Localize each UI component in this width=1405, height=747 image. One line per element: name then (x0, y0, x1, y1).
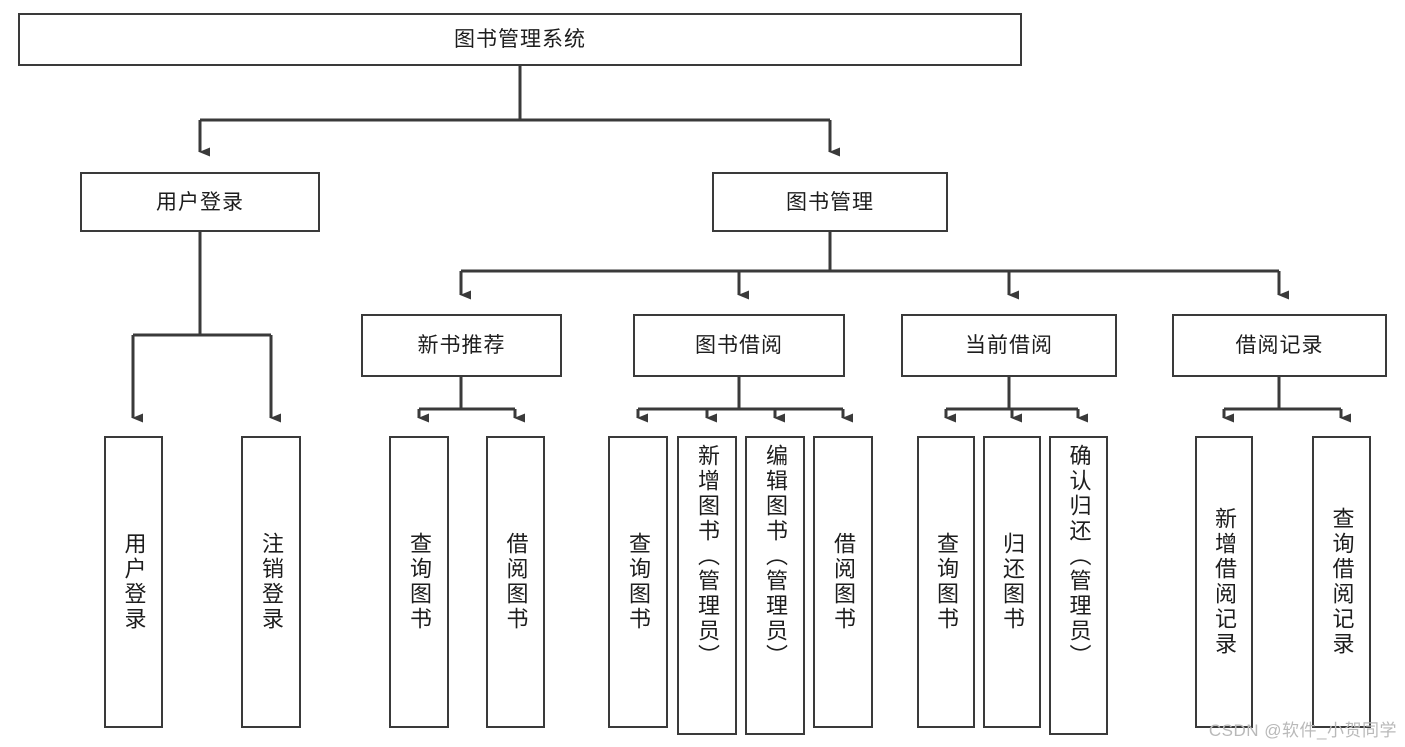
node-new-book-recommend-label: 新书推荐 (417, 334, 506, 357)
node-root-label: 图书管理系统 (454, 28, 586, 51)
node-leaf-borrow-book-2-label: 借阅图书 (830, 532, 856, 632)
node-leaf-return-book-label: 归还图书 (999, 532, 1025, 632)
node-user-login[interactable]: 用户登录 (80, 172, 320, 232)
node-leaf-add-record-label: 新增借阅记录 (1211, 507, 1237, 657)
node-leaf-query-book-2-label: 查询图书 (625, 532, 651, 632)
node-book-borrow-label: 图书借阅 (695, 334, 783, 357)
node-leaf-query-book-1-label: 查询图书 (406, 532, 432, 632)
node-leaf-edit-book-label: 编辑图书（管理员） (762, 444, 788, 669)
node-leaf-user-login[interactable]: 用户登录 (104, 436, 163, 728)
node-leaf-query-record[interactable]: 查询借阅记录 (1312, 436, 1371, 728)
node-book-manage[interactable]: 图书管理 (712, 172, 948, 232)
node-borrow-record[interactable]: 借阅记录 (1172, 314, 1387, 377)
node-leaf-borrow-book-1-label: 借阅图书 (503, 532, 529, 632)
node-leaf-query-book-2[interactable]: 查询图书 (608, 436, 668, 728)
node-leaf-query-book-3[interactable]: 查询图书 (917, 436, 975, 728)
node-leaf-confirm-return[interactable]: 确认归还（管理员） (1049, 436, 1108, 735)
node-leaf-confirm-return-label: 确认归还（管理员） (1066, 444, 1092, 669)
node-borrow-record-label: 借阅记录 (1235, 334, 1324, 357)
node-new-book-recommend[interactable]: 新书推荐 (361, 314, 562, 377)
node-leaf-query-book-3-label: 查询图书 (933, 532, 959, 632)
node-leaf-add-book-label: 新增图书（管理员） (694, 444, 720, 669)
node-leaf-query-book-1[interactable]: 查询图书 (389, 436, 449, 728)
node-leaf-add-record[interactable]: 新增借阅记录 (1195, 436, 1253, 728)
node-book-borrow[interactable]: 图书借阅 (633, 314, 845, 377)
node-user-login-label: 用户登录 (156, 190, 244, 214)
node-book-manage-label: 图书管理 (786, 190, 874, 214)
node-leaf-borrow-book-2[interactable]: 借阅图书 (813, 436, 873, 728)
node-leaf-return-book[interactable]: 归还图书 (983, 436, 1041, 728)
node-leaf-add-book[interactable]: 新增图书（管理员） (677, 436, 737, 735)
node-leaf-edit-book[interactable]: 编辑图书（管理员） (745, 436, 805, 735)
node-current-borrow[interactable]: 当前借阅 (901, 314, 1117, 377)
node-leaf-user-logout[interactable]: 注销登录 (241, 436, 301, 728)
node-current-borrow-label: 当前借阅 (965, 334, 1053, 357)
node-root[interactable]: 图书管理系统 (18, 13, 1022, 66)
node-leaf-user-login-label: 用户登录 (121, 532, 147, 632)
node-leaf-user-logout-label: 注销登录 (258, 532, 284, 632)
node-leaf-query-record-label: 查询借阅记录 (1329, 507, 1355, 657)
node-leaf-borrow-book-1[interactable]: 借阅图书 (486, 436, 545, 728)
